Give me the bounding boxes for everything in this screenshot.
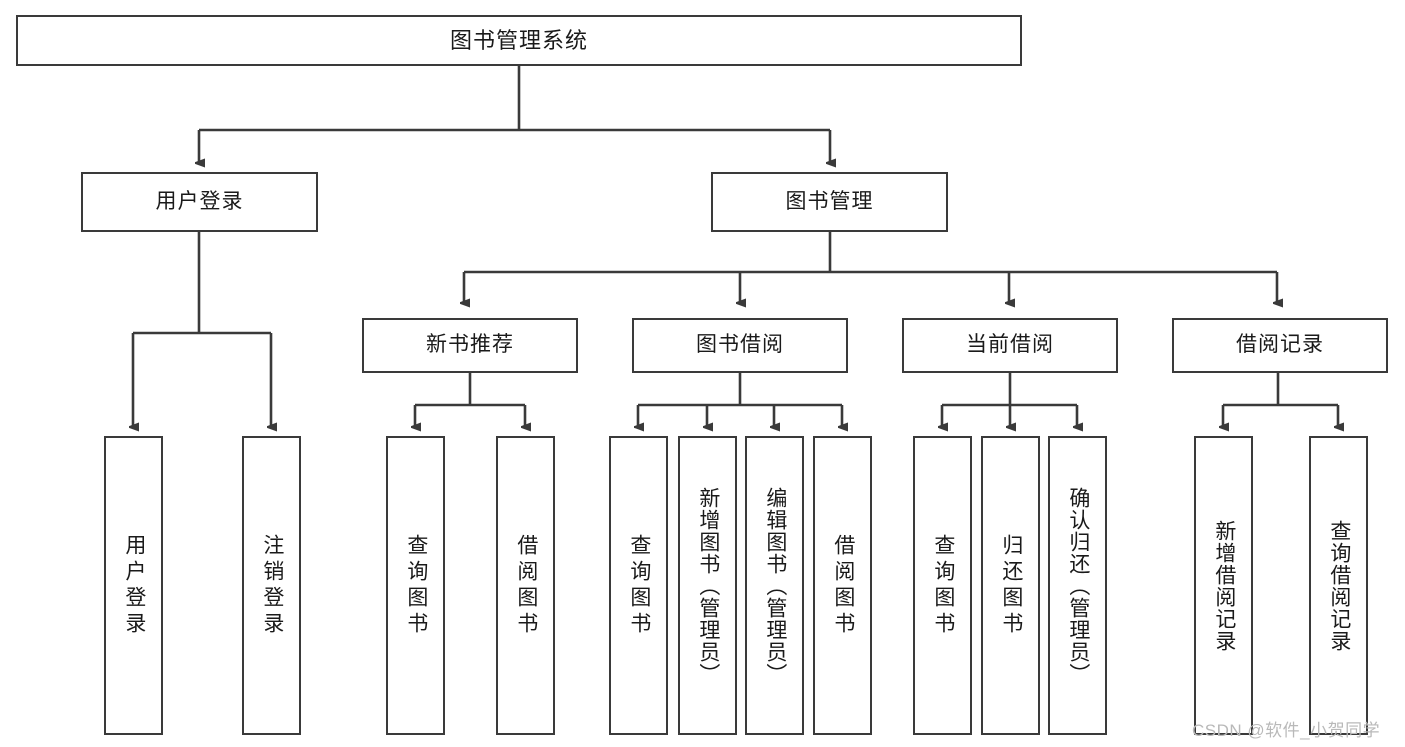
node-label: 当前借阅 [966, 333, 1054, 357]
leaf-new-book-query-book[interactable]: 查询图书 [386, 436, 445, 735]
node-label: 编辑图书（管理员） [763, 486, 787, 685]
node-label: 归还图书 [999, 533, 1023, 638]
leaf-book-borrow-borrow-book[interactable]: 借阅图书 [813, 436, 872, 735]
node-label: 新增图书（管理员） [696, 486, 720, 685]
leaf-book-borrow-edit-book-admin[interactable]: 编辑图书（管理员） [745, 436, 804, 735]
node-label: 查询图书 [931, 533, 955, 638]
leaf-borrow-record-add-record[interactable]: 新增借阅记录 [1194, 436, 1253, 735]
leaf-book-borrow-query-book[interactable]: 查询图书 [609, 436, 668, 735]
node-root-book-management-system[interactable]: 图书管理系统 [16, 15, 1022, 66]
node-label: 用户登录 [155, 189, 244, 213]
node-label: 图书借阅 [696, 333, 784, 357]
node-label: 查询借阅记录 [1327, 519, 1351, 652]
leaf-current-borrow-confirm-return-admin[interactable]: 确认归还（管理员） [1048, 436, 1107, 735]
node-current-borrow[interactable]: 当前借阅 [902, 318, 1118, 373]
leaf-current-borrow-return-book[interactable]: 归还图书 [981, 436, 1040, 735]
node-user-login[interactable]: 用户登录 [81, 172, 318, 232]
node-label: 新书推荐 [426, 333, 514, 357]
node-label: 借阅图书 [831, 533, 855, 638]
node-label: 查询图书 [404, 533, 428, 638]
leaf-book-borrow-add-book-admin[interactable]: 新增图书（管理员） [678, 436, 737, 735]
node-borrow-record[interactable]: 借阅记录 [1172, 318, 1388, 373]
leaf-user-login-login[interactable]: 用户登录 [104, 436, 163, 735]
node-label: 确认归还（管理员） [1066, 486, 1090, 685]
csdn-watermark: CSDN @软件_小贺同学 [1192, 721, 1381, 740]
leaf-current-borrow-query-book[interactable]: 查询图书 [913, 436, 972, 735]
node-label: 注销登录 [260, 533, 284, 638]
node-label: 查询图书 [627, 533, 651, 638]
leaf-new-book-borrow-book[interactable]: 借阅图书 [496, 436, 555, 735]
node-label: 图书管理系统 [449, 27, 588, 53]
node-label: 借阅图书 [514, 533, 538, 638]
node-book-borrow[interactable]: 图书借阅 [632, 318, 848, 373]
leaf-borrow-record-query-record[interactable]: 查询借阅记录 [1309, 436, 1368, 735]
node-book-management[interactable]: 图书管理 [711, 172, 948, 232]
node-label: 用户登录 [122, 533, 146, 638]
node-new-book-recommend[interactable]: 新书推荐 [362, 318, 578, 373]
node-label: 图书管理 [785, 189, 874, 213]
node-label: 借阅记录 [1236, 333, 1324, 357]
node-label: 新增借阅记录 [1212, 519, 1236, 652]
leaf-user-login-logout[interactable]: 注销登录 [242, 436, 301, 735]
